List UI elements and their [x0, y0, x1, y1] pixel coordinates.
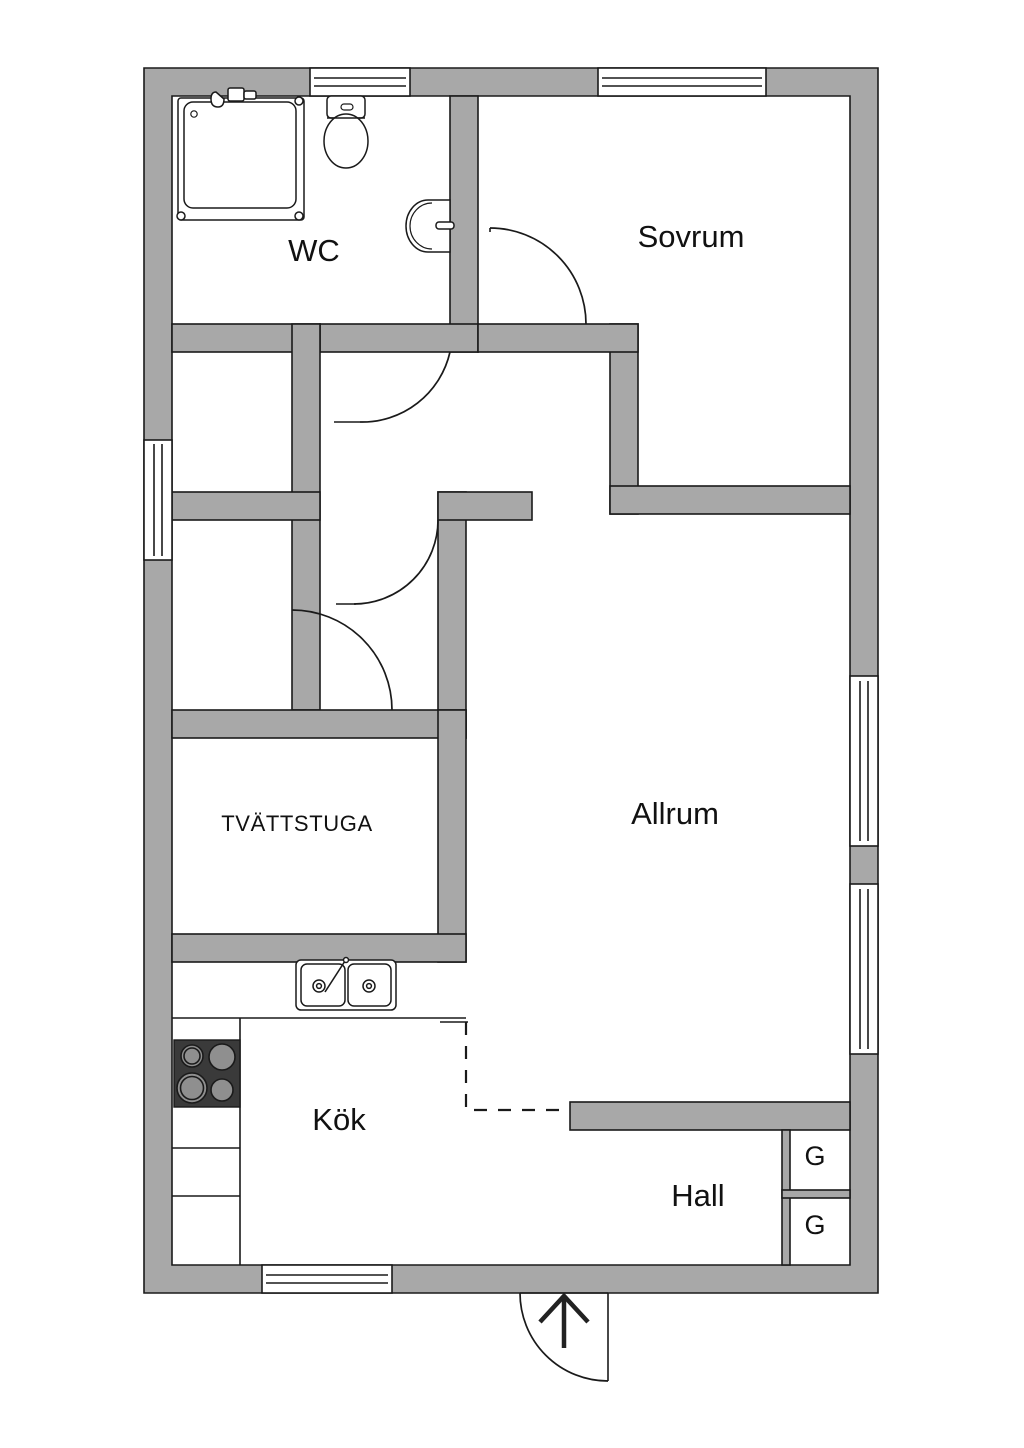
window-west: [143, 439, 173, 561]
room-label-tvattstuga: TVÄTTSTUGA: [221, 811, 372, 836]
kitchen-sink: [295, 956, 397, 1011]
door-corridor: [336, 519, 439, 605]
room-label-sovrum: Sovrum: [638, 219, 745, 254]
window-wc-top: [309, 67, 411, 97]
room-label-hall: Hall: [671, 1178, 724, 1213]
door-tvattstuga: [291, 609, 393, 711]
cooktop: [173, 1039, 241, 1108]
toilet: [323, 95, 369, 169]
door-wc: [334, 351, 451, 423]
interior-walls: [171, 95, 851, 1266]
kok-allrum-divider: [440, 1021, 570, 1112]
room-label-closet-1: G: [804, 1141, 825, 1171]
room-label-closet-2: G: [804, 1210, 825, 1240]
doors: [291, 227, 609, 1382]
washbasin: [405, 199, 455, 253]
window-east-upper: [849, 675, 879, 847]
window-kok-south: [261, 1264, 393, 1294]
window-sovrum-top: [597, 67, 767, 97]
windows: [143, 67, 879, 1294]
shower-enclosure: [176, 87, 305, 221]
window-east-lower: [849, 883, 879, 1055]
door-sovrum: [489, 227, 587, 325]
room-label-kok: Kök: [312, 1102, 366, 1137]
room-label-wc: WC: [288, 233, 340, 268]
room-label-allrum: Allrum: [631, 796, 719, 831]
entrance-arrow-icon: [538, 1292, 590, 1348]
